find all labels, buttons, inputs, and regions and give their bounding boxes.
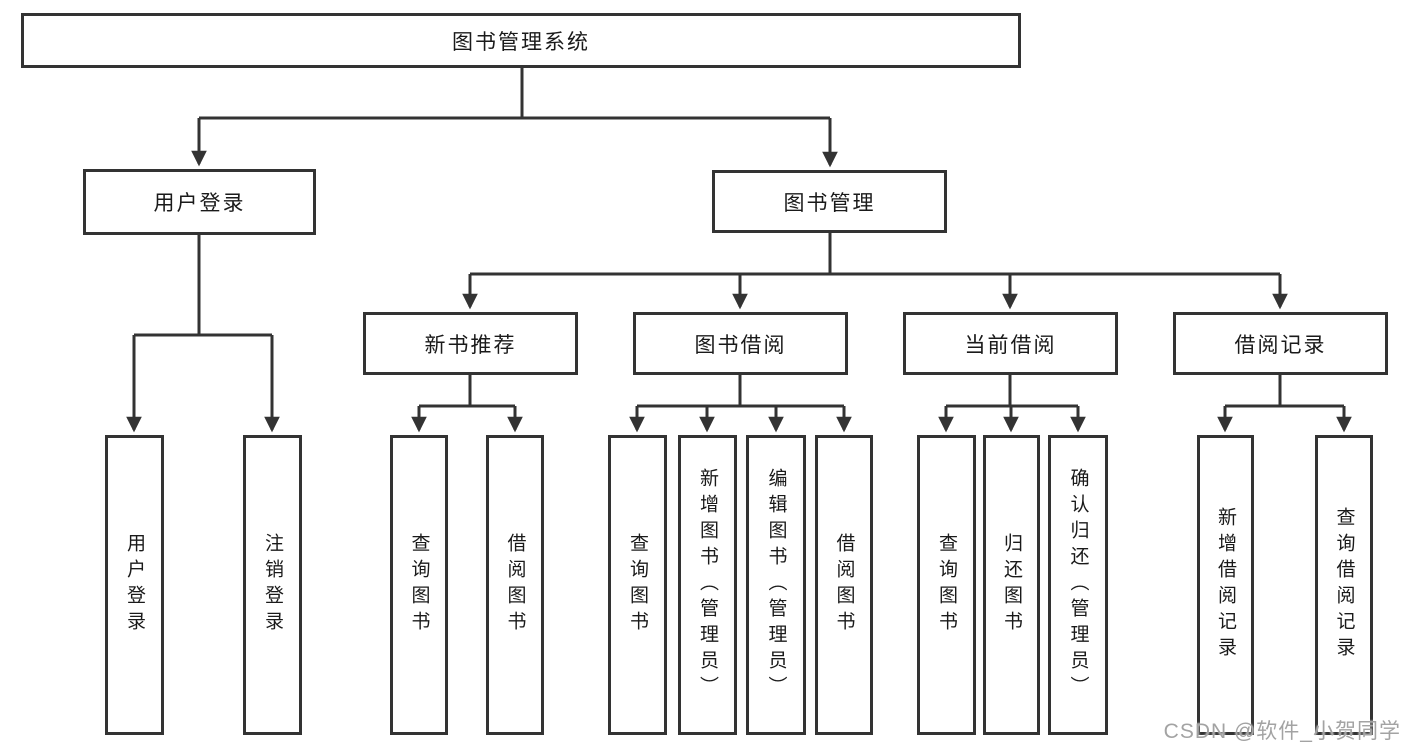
connector-group <box>126 68 1352 433</box>
node-root-system: 图书管理系统 <box>21 13 1021 68</box>
leaf-user-login: 用户登录 <box>105 435 164 735</box>
leaf-recommend-borrow-books: 借阅图书 <box>486 435 544 735</box>
node-book-management: 图书管理 <box>712 170 947 233</box>
leaf-query-borrow-record: 查询借阅记录 <box>1315 435 1373 735</box>
leaf-borrow-query-books: 查询图书 <box>608 435 667 735</box>
node-borrow-records: 借阅记录 <box>1173 312 1388 375</box>
leaf-return-books: 归还图书 <box>983 435 1040 735</box>
leaf-logout: 注销登录 <box>243 435 302 735</box>
leaf-recommend-query-books: 查询图书 <box>390 435 448 735</box>
leaf-confirm-return-admin: 确认归还（管理员） <box>1048 435 1108 735</box>
leaf-current-query-books: 查询图书 <box>917 435 976 735</box>
node-user-login: 用户登录 <box>83 169 316 235</box>
csdn-watermark: CSDN @软件_小贺同学 <box>1163 720 1401 743</box>
leaf-borrow-books: 借阅图书 <box>815 435 873 735</box>
node-book-borrow: 图书借阅 <box>633 312 848 375</box>
leaf-edit-books-admin: 编辑图书（管理员） <box>746 435 806 735</box>
node-new-book-recommend: 新书推荐 <box>363 312 578 375</box>
node-current-borrow: 当前借阅 <box>903 312 1118 375</box>
leaf-add-books-admin: 新增图书（管理员） <box>678 435 737 735</box>
leaf-add-borrow-record: 新增借阅记录 <box>1197 435 1254 735</box>
